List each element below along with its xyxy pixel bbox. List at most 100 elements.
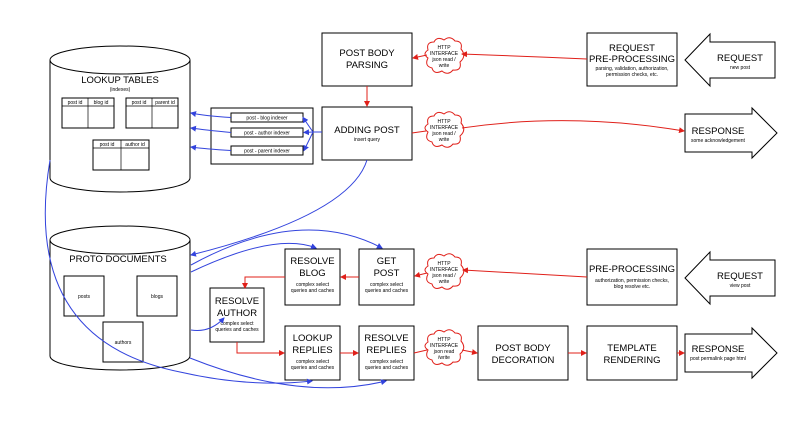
indexer-parent: post - parent indexer <box>230 145 304 156</box>
svg-text:POST BODY: POST BODY <box>339 48 395 59</box>
http-interface-cloud-2: HTTP INTERFACE json read / write <box>424 111 465 148</box>
lookup-tables-subtitle: (indexes) <box>110 87 131 93</box>
flow-preproc-to-http <box>461 51 588 60</box>
svg-text:queries and caches: queries and caches <box>291 288 335 294</box>
flow-resolveauthor-to-lookupreplies <box>236 342 285 356</box>
request-view-post-arrow: REQUEST view post <box>684 250 776 306</box>
link-proto-to-resolveauthor <box>190 317 225 331</box>
indexer-blog: post - blog indexer <box>230 112 304 123</box>
svg-text:queries and caches: queries and caches <box>365 365 409 371</box>
blue-data-connectors <box>44 111 387 389</box>
response-html-arrow: RESPONSE post permalink page html <box>684 326 778 380</box>
svg-text:parsing, validation, authoriza: parsing, validation, authorization, <box>595 66 668 72</box>
svg-text:authorization, permission chec: authorization, permission checks, <box>595 278 669 284</box>
svg-text:RESOLVE: RESOLVE <box>364 333 408 344</box>
link-adding-to-proto <box>190 159 368 257</box>
svg-text:complex select: complex select <box>220 321 254 327</box>
link-author-indexer-to-lookup <box>190 125 232 133</box>
svg-text:INTERFACE: INTERFACE <box>430 51 459 57</box>
red-flow-connectors <box>236 51 685 356</box>
table-col-header: post id <box>68 100 83 106</box>
svg-text:RESPONSE: RESPONSE <box>692 126 745 137</box>
svg-text:HTTP: HTTP <box>437 119 451 125</box>
flow-http-to-response <box>461 120 685 134</box>
svg-text:DECORATION: DECORATION <box>492 355 555 366</box>
indexer-author: post - author indexer <box>230 127 304 138</box>
table-col-header: post id <box>100 142 115 148</box>
svg-text:write: write <box>439 63 450 69</box>
link-adding-to-author-indexer <box>303 129 314 136</box>
svg-text:RESOLVE: RESOLVE <box>290 256 334 267</box>
flow-http-to-parsing <box>412 54 428 60</box>
svg-text:complex select: complex select <box>370 359 404 365</box>
svg-text:blog resolve etc.: blog resolve etc. <box>614 284 650 290</box>
response-ack-arrow: RESPONSE some acknowledgement <box>684 106 778 160</box>
link-parent-indexer-to-lookup <box>190 144 232 151</box>
table-col-header: post id <box>132 100 147 106</box>
svg-text:PRE-PROCESSING: PRE-PROCESSING <box>589 54 675 65</box>
svg-text:HTTP: HTTP <box>437 337 451 343</box>
table-col-header: author id <box>125 142 145 148</box>
svg-text:POST: POST <box>374 268 400 279</box>
proto-item-posts: posts <box>63 275 105 317</box>
svg-text:authors: authors <box>115 340 132 346</box>
svg-text:LOOKUP: LOOKUP <box>293 333 333 344</box>
post-body-decoration-box: POST BODY DECORATION <box>477 325 569 381</box>
resolve-replies-box: RESOLVE REPLIES complex select queries a… <box>358 325 415 381</box>
svg-text:permission checks, etc.: permission checks, etc. <box>606 72 658 78</box>
http-interface-cloud-1: HTTP INTERFACE json read / write <box>424 37 465 74</box>
lookup-tables-title: LOOKUP TABLES <box>81 75 159 86</box>
link-proto-to-resolveblog <box>190 243 317 273</box>
svg-text:AUTHOR: AUTHOR <box>217 308 257 319</box>
get-post-box: GET POST complex select queries and cach… <box>358 248 415 306</box>
post-body-parsing-box: POST BODY PARSING <box>321 32 413 87</box>
svg-text:view post: view post <box>730 283 751 289</box>
svg-text:post - blog indexer: post - blog indexer <box>246 116 287 122</box>
proto-documents-db: PROTO DOCUMENTS posts blogs authors <box>49 225 191 371</box>
svg-text:RESPONSE: RESPONSE <box>692 344 745 355</box>
svg-text:blogs: blogs <box>151 294 163 300</box>
svg-text:queries and caches: queries and caches <box>291 365 335 371</box>
svg-text:queries and caches: queries and caches <box>365 288 409 294</box>
flow-resolvereplies-to-http <box>413 349 428 354</box>
link-lookup-to-lookupreplies <box>44 159 313 385</box>
svg-text:json read: json read <box>433 349 455 355</box>
svg-text:insert query: insert query <box>354 137 381 143</box>
svg-text:REPLIES: REPLIES <box>366 345 406 356</box>
svg-text:POST BODY: POST BODY <box>495 343 551 354</box>
adding-post-box: ADDING POST insert query <box>321 106 413 161</box>
svg-text:INTERFACE: INTERFACE <box>430 125 459 131</box>
svg-text:write: write <box>439 279 450 285</box>
svg-text:INTERFACE: INTERFACE <box>430 267 459 273</box>
indexers-group: post - blog indexer post - author indexe… <box>210 107 314 165</box>
svg-text:INTERFACE: INTERFACE <box>430 343 459 349</box>
table-col-header: blog id <box>94 100 109 106</box>
template-rendering-box: TEMPLATE RENDERING <box>586 325 678 381</box>
svg-text:post - author indexer: post - author indexer <box>244 131 290 137</box>
flow-http-to-decoration <box>461 349 478 355</box>
index-table-author: post id author id <box>92 139 150 171</box>
svg-text:PARSING: PARSING <box>346 60 388 71</box>
svg-text:RENDERING: RENDERING <box>603 355 660 366</box>
link-proto-to-getpost <box>190 229 383 266</box>
proto-item-authors: authors <box>102 321 144 363</box>
flow-adding-to-http <box>411 130 427 134</box>
svg-text:post permalink page html: post permalink page html <box>690 356 746 362</box>
svg-text:REQUEST: REQUEST <box>717 271 763 282</box>
lookup-tables-db: LOOKUP TABLES (indexes) post id blog id … <box>49 45 191 193</box>
resolve-blog-box: RESOLVE BLOG complex select queries and … <box>284 248 341 306</box>
resolve-author-box: RESOLVE AUTHOR complex select queries an… <box>209 287 265 343</box>
request-new-post-arrow: REQUEST new post <box>684 32 776 88</box>
svg-text:RESOLVE: RESOLVE <box>215 296 259 307</box>
flow-http-to-getpost <box>414 271 428 278</box>
svg-text:new post: new post <box>730 65 751 71</box>
svg-text:post - parent indexer: post - parent indexer <box>244 149 290 155</box>
link-blog-indexer-to-lookup <box>190 111 232 118</box>
http-interface-cloud-4: HTTP INTERFACE json read /write <box>424 329 465 366</box>
lookup-replies-box: LOOKUP REPLIES complex select queries an… <box>284 325 341 381</box>
index-table-parent: post id parent id <box>125 97 179 129</box>
svg-text:TEMPLATE: TEMPLATE <box>607 343 656 354</box>
proto-documents-title: PROTO DOCUMENTS <box>69 254 166 265</box>
proto-item-blogs: blogs <box>136 275 178 317</box>
